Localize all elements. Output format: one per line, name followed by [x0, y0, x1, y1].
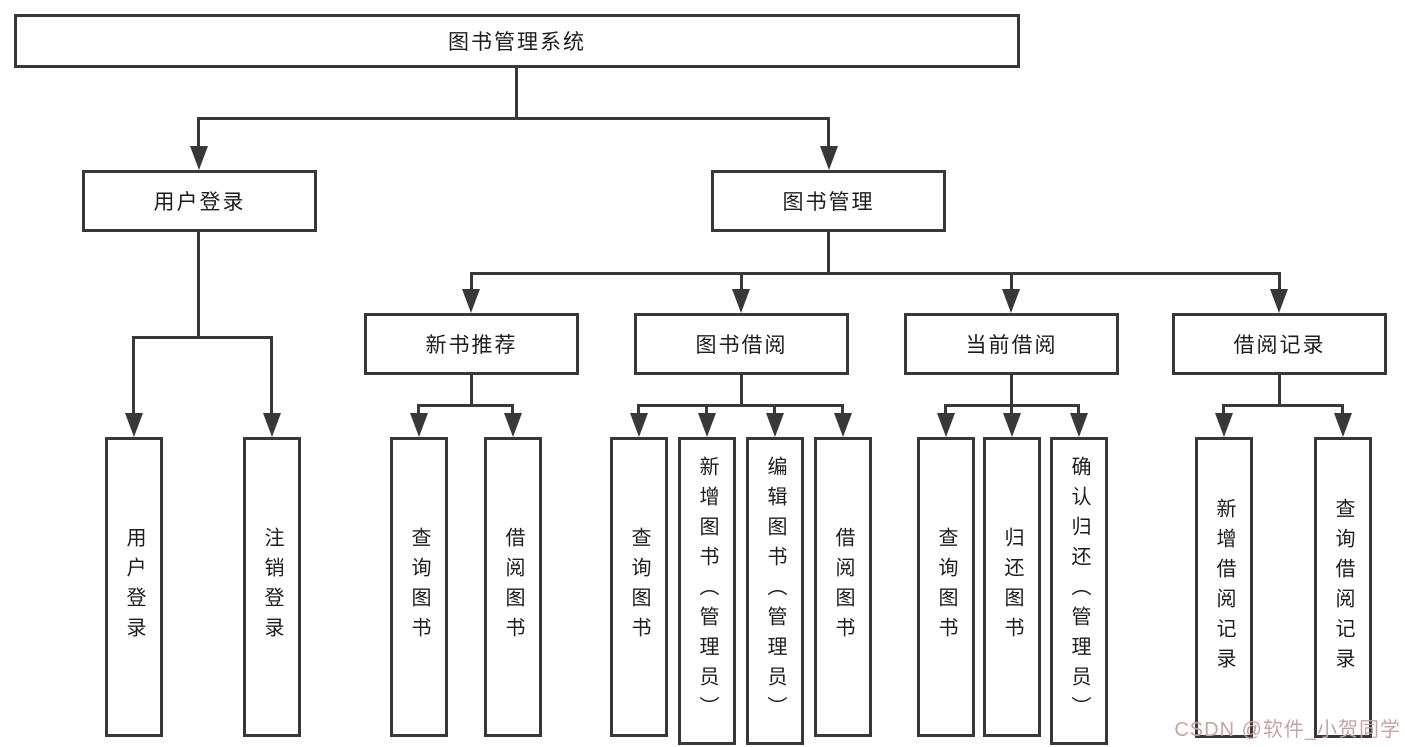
connector-drop-leaf	[637, 404, 640, 416]
node-user-login: 用户登录	[82, 170, 317, 232]
connector-drop-leaf	[1222, 404, 1225, 416]
connector-drop-leaf	[944, 404, 947, 416]
leaf-bb-add-book-admin: 新增图书（管理员）	[678, 437, 736, 745]
arrowhead-icon	[1215, 413, 1233, 437]
connector-root-stem	[515, 68, 518, 118]
arrowhead-icon	[1070, 413, 1088, 437]
leaf-bb-edit-book-admin: 编辑图书（管理员）	[746, 437, 804, 745]
connector-drop-leaf	[417, 404, 420, 416]
node-label: 用户登录	[123, 527, 145, 647]
node-label: 编辑图书（管理员）	[764, 456, 786, 726]
node-book-borrowing: 图书借阅	[634, 313, 849, 375]
leaf-br-add-record: 新增借阅记录	[1195, 437, 1253, 738]
node-label: 确认归还（管理员）	[1068, 456, 1090, 726]
leaf-logout: 注销登录	[243, 437, 301, 737]
arrowhead-icon	[1270, 289, 1288, 313]
node-label: 注销登录	[261, 527, 283, 647]
arrowhead-icon	[766, 413, 784, 437]
connector-drop-leaf	[773, 404, 776, 416]
arrowhead-icon	[190, 146, 208, 170]
arrowhead-icon	[937, 413, 955, 437]
connector-drop-leaf	[1341, 404, 1344, 416]
arrowhead-icon	[504, 413, 522, 437]
arrowhead-icon	[1334, 413, 1352, 437]
arrowhead-icon	[1003, 413, 1021, 437]
leaf-bb-borrow-book: 借阅图书	[814, 437, 872, 737]
leaf-cb-confirm-return-admin: 确认归还（管理员）	[1050, 437, 1108, 745]
connector-bb-stem	[740, 374, 743, 405]
leaf-bb-query-book: 查询图书	[610, 437, 668, 737]
connector-drop-new-book-rec	[470, 272, 473, 290]
arrowhead-icon	[698, 413, 716, 437]
leaf-user-login: 用户登录	[105, 437, 163, 737]
node-label: 借阅图书	[502, 527, 524, 647]
node-label: 用户登录	[153, 191, 246, 214]
node-label: 借阅记录	[1233, 334, 1326, 357]
arrowhead-icon	[125, 413, 143, 437]
node-label: 新增借阅记录	[1213, 497, 1235, 678]
node-book-management: 图书管理	[711, 170, 946, 232]
arrowhead-icon	[410, 413, 428, 437]
connector-mgmt-split	[470, 272, 1281, 275]
node-current-borrowing: 当前借阅	[904, 313, 1119, 375]
connector-drop-book-borrow	[740, 272, 743, 290]
node-label: 新增图书（管理员）	[696, 456, 718, 726]
arrowhead-icon	[732, 289, 750, 313]
connector-cb-stem	[1010, 374, 1013, 405]
arrowhead-icon	[630, 413, 648, 437]
connector-nbr-split	[417, 404, 514, 407]
connector-mgmt-stem	[827, 232, 830, 273]
node-label: 查询图书	[935, 527, 957, 647]
leaf-nbr-borrow-book: 借阅图书	[484, 437, 542, 737]
connector-drop-leaf-user-login	[132, 336, 135, 414]
node-label: 查询图书	[408, 527, 430, 647]
connector-drop-current-borrow	[1010, 272, 1013, 290]
connector-nbr-stem	[470, 374, 473, 405]
csdn-watermark: CSDN @软件_小贺同学	[1174, 719, 1401, 741]
node-label: 当前借阅	[965, 334, 1058, 357]
connector-user-stem	[197, 232, 200, 337]
node-label: 新书推荐	[425, 334, 518, 357]
arrowhead-icon	[820, 146, 838, 170]
leaf-br-query-record: 查询借阅记录	[1314, 437, 1372, 738]
leaf-cb-query-book: 查询图书	[917, 437, 975, 737]
connector-drop-leaf	[1077, 404, 1080, 416]
connector-drop-book-mgmt	[827, 117, 830, 147]
connector-root-split	[197, 117, 830, 120]
arrowhead-icon	[462, 289, 480, 313]
arrowhead-icon	[834, 413, 852, 437]
node-borrowing-records: 借阅记录	[1172, 313, 1387, 375]
connector-drop-leaf-logout	[270, 336, 273, 414]
node-label: 图书借阅	[695, 334, 788, 357]
connector-user-split	[132, 336, 273, 339]
node-label: 归还图书	[1001, 527, 1023, 647]
leaf-nbr-query-book: 查询图书	[390, 437, 448, 737]
connector-drop-leaf	[841, 404, 844, 416]
connector-drop-leaf	[511, 404, 514, 416]
node-label: 借阅图书	[832, 527, 854, 647]
node-label: 查询图书	[628, 527, 650, 647]
node-label: 图书管理系统	[448, 31, 586, 54]
arrowhead-icon	[1002, 289, 1020, 313]
node-new-book-recommend: 新书推荐	[364, 313, 579, 375]
connector-br-split	[1222, 404, 1344, 407]
node-label: 图书管理	[782, 191, 875, 214]
connector-bb-split	[637, 404, 844, 407]
node-label: 查询借阅记录	[1332, 497, 1354, 678]
connector-drop-user-login	[197, 117, 200, 147]
arrowhead-icon	[263, 413, 281, 437]
connector-drop-leaf	[705, 404, 708, 416]
connector-drop-borrow-record	[1278, 272, 1281, 290]
leaf-cb-return-book: 归还图书	[983, 437, 1041, 737]
node-root: 图书管理系统	[14, 14, 1020, 68]
connector-drop-leaf	[1010, 404, 1013, 416]
connector-br-stem	[1278, 374, 1281, 405]
